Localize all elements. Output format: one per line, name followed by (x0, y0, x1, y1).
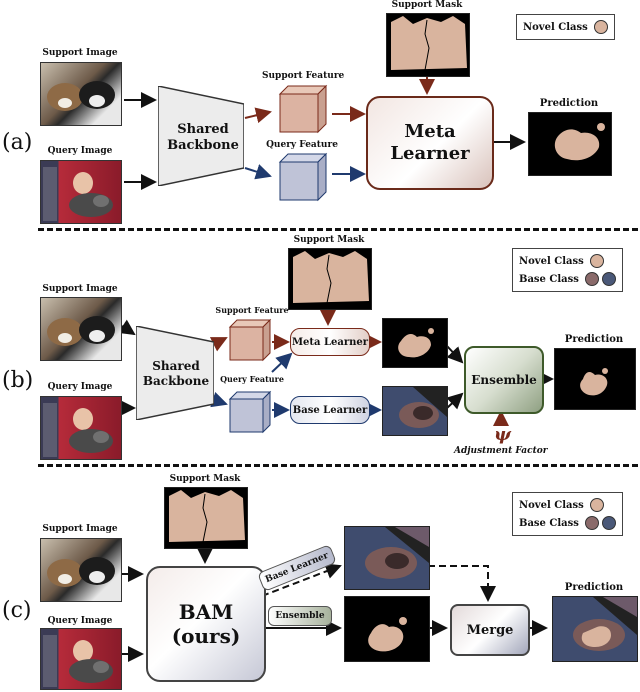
query-image-caption-b: Query Image (47, 382, 113, 392)
separator-ab (38, 228, 638, 231)
shared-backbone-b (136, 326, 214, 420)
separator-bc (38, 464, 638, 467)
legend-c: Novel Class Base Class (512, 492, 623, 536)
arrow-a-backbone-to-support-feat (244, 107, 272, 124)
meta-learner-b: Meta Learner (290, 328, 370, 356)
base-class-swatch-1 (584, 516, 599, 530)
ensemble-output-c (344, 596, 430, 662)
shared-backbone-a-label: Shared Backbone (166, 118, 240, 158)
prediction-c (552, 596, 638, 662)
meta-learner-a: Meta Learner (366, 96, 494, 190)
legend-a-novel-label: Novel Class (523, 21, 588, 33)
support-image-c (40, 538, 122, 602)
legend-b-base-label: Base Class (519, 273, 579, 285)
base-learner-output-c (344, 526, 430, 590)
arrow-c-base-output-to-merge (428, 565, 496, 602)
support-mask-caption-c: Support Mask (169, 474, 241, 484)
ensemble-b: Ensemble (464, 346, 544, 414)
novel-class-swatch (593, 20, 608, 34)
prediction-caption-a: Prediction (539, 98, 599, 109)
bam-box: BAM (ours) (146, 566, 266, 682)
support-image-b (40, 297, 122, 361)
shared-backbone-b-line2: Backbone (142, 374, 210, 388)
base-class-swatch-2 (601, 516, 616, 530)
meta-learner-output-b (382, 318, 448, 368)
meta-learner-a-line1: Meta (404, 121, 456, 142)
panel-label-c: (c) (2, 598, 32, 623)
query-feature-caption-a: Query Feature (266, 140, 338, 150)
query-image-caption-a: Query Image (47, 146, 113, 156)
bam-line1: BAM (178, 600, 234, 624)
query-image-c (40, 628, 122, 690)
arrow-b-support-to-backbone (117, 319, 136, 336)
meta-learner-a-line2: Learner (390, 143, 470, 164)
base-class-swatch-1 (584, 272, 599, 286)
query-feature-caption-b: Query Feature (220, 374, 284, 384)
support-image-a (40, 62, 122, 126)
shared-backbone-b-label: Shared Backbone (142, 354, 210, 394)
novel-class-swatch (589, 254, 604, 268)
support-mask-a (386, 13, 470, 77)
adjustment-factor-label: Adjustment Factor (454, 446, 548, 456)
support-feature-cube-b (228, 318, 272, 362)
query-image-b (40, 396, 122, 460)
legend-c-base-label: Base Class (519, 517, 579, 529)
prediction-caption-c: Prediction (564, 582, 624, 593)
legend-b: Novel Class Base Class (512, 248, 623, 292)
legend-b-novel-label: Novel Class (519, 255, 584, 267)
base-learner-b: Base Learner (290, 396, 370, 424)
prediction-caption-b: Prediction (564, 334, 624, 345)
arrow-c-bam-to-base-output (261, 563, 342, 597)
novel-class-swatch (589, 498, 604, 512)
panel-label-a: (a) (2, 130, 33, 155)
support-mask-b (288, 248, 372, 310)
panel-label-b: (b) (2, 368, 34, 393)
prediction-b (554, 348, 636, 410)
merge-box: Merge (450, 604, 530, 656)
query-feature-cube-b (228, 390, 272, 434)
shared-backbone-a-line1: Shared (177, 122, 229, 137)
support-feature-caption-b: Support Feature (215, 305, 289, 315)
shared-backbone-b-line1: Shared (152, 359, 200, 373)
psi-symbol: ψ (494, 424, 511, 445)
arrow-b-backbone-to-support-feat (209, 337, 228, 352)
ensemble-tag-c: Ensemble (268, 606, 332, 626)
bam-line2: (ours) (171, 624, 241, 648)
support-feature-cube-a (278, 84, 328, 134)
arrow-b-backbone-to-query-feat (210, 391, 228, 408)
base-learner-output-b (382, 386, 448, 436)
arrow-b-query-feat-to-meta (271, 352, 293, 373)
support-mask-c (164, 487, 248, 549)
legend-a: Novel Class (516, 14, 615, 40)
support-feature-caption-a: Support Feature (262, 71, 345, 81)
query-image-a (40, 160, 122, 224)
support-image-caption-a: Support Image (42, 48, 118, 58)
base-class-swatch-2 (601, 272, 616, 286)
support-image-caption-b: Support Image (42, 284, 118, 294)
query-feature-cube-a (278, 152, 328, 202)
arrow-a-backbone-to-query-feat (244, 164, 272, 180)
prediction-a (528, 112, 612, 176)
shared-backbone-a-line2: Backbone (167, 138, 239, 153)
support-mask-caption-b: Support Mask (293, 235, 365, 245)
query-image-caption-c: Query Image (47, 616, 113, 626)
arrow-b-meta-out-to-ensemble (446, 345, 464, 364)
arrow-b-base-out-to-ensemble (446, 392, 464, 410)
support-mask-caption-a: Support Mask (391, 0, 463, 10)
shared-backbone-a (158, 86, 244, 186)
support-image-caption-c: Support Image (42, 524, 118, 534)
legend-c-novel-label: Novel Class (519, 499, 584, 511)
